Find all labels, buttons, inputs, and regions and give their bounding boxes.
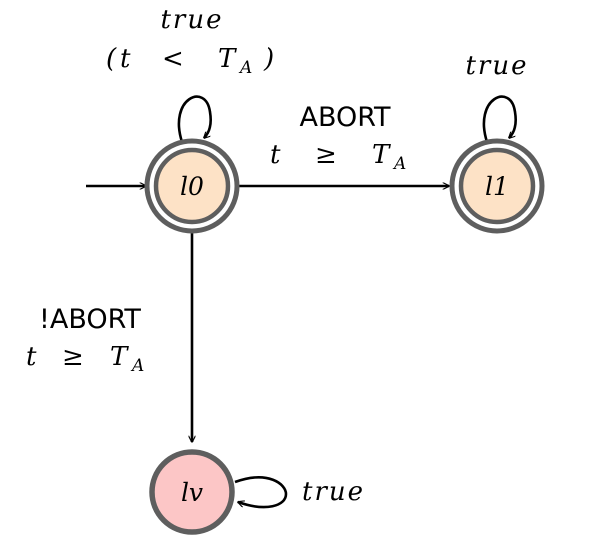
state-lv-label: lv — [181, 478, 203, 507]
edge-l0-lv-guard-bound: T — [110, 342, 129, 372]
loop-l0-invariant-var: t — [120, 44, 131, 74]
state-l0-inner-circle — [153, 147, 231, 225]
state-l1-label: l1 — [485, 172, 509, 201]
edge-l0-l1-guard-bound: T — [372, 140, 391, 170]
loop-l0-invariant: ( t < T A ) — [106, 44, 274, 78]
loop-lv-guard: true — [302, 477, 365, 507]
state-l0: l0 — [144, 138, 240, 234]
state-lv-circle — [149, 449, 235, 535]
loop-l1-guard: true — [465, 51, 528, 81]
edge-l0-lv-guard: t ≥ T A — [26, 342, 144, 376]
edge-l0-lv-guard-op: ≥ — [62, 342, 84, 372]
edge-l0-lv-guard-var: t — [26, 342, 37, 372]
edge-l0-l1-guard-sub: A — [392, 154, 406, 174]
loop-l0-guard: true — [160, 5, 223, 35]
edge-l0-lv-guard-sub: A — [130, 356, 144, 376]
self-loop-l1 — [482, 95, 518, 143]
loop-l0-invariant-close: ) — [263, 44, 274, 74]
loop-l0-invariant-bound: T — [218, 44, 237, 74]
loop-l0-invariant-sub: A — [238, 58, 252, 78]
self-loop-lv — [234, 476, 288, 509]
state-l1-inner-circle — [458, 147, 536, 225]
loop-l0-invariant-op: < — [162, 44, 184, 74]
edge-l0-l1-guard: t ≥ T A — [270, 140, 406, 174]
edge-l0-l1-guard-var: t — [270, 140, 281, 170]
state-lv: lv — [149, 449, 235, 535]
state-l0-label: l0 — [180, 172, 204, 201]
self-loop-l0 — [177, 95, 213, 143]
edge-l0-lv-action: !ABORT — [39, 304, 141, 335]
loop-l0-invariant-open: ( — [106, 44, 117, 74]
edge-l0-l1-action: ABORT — [299, 102, 391, 133]
state-l1: l1 — [449, 138, 545, 234]
edge-l0-l1-guard-op: ≥ — [315, 140, 337, 170]
